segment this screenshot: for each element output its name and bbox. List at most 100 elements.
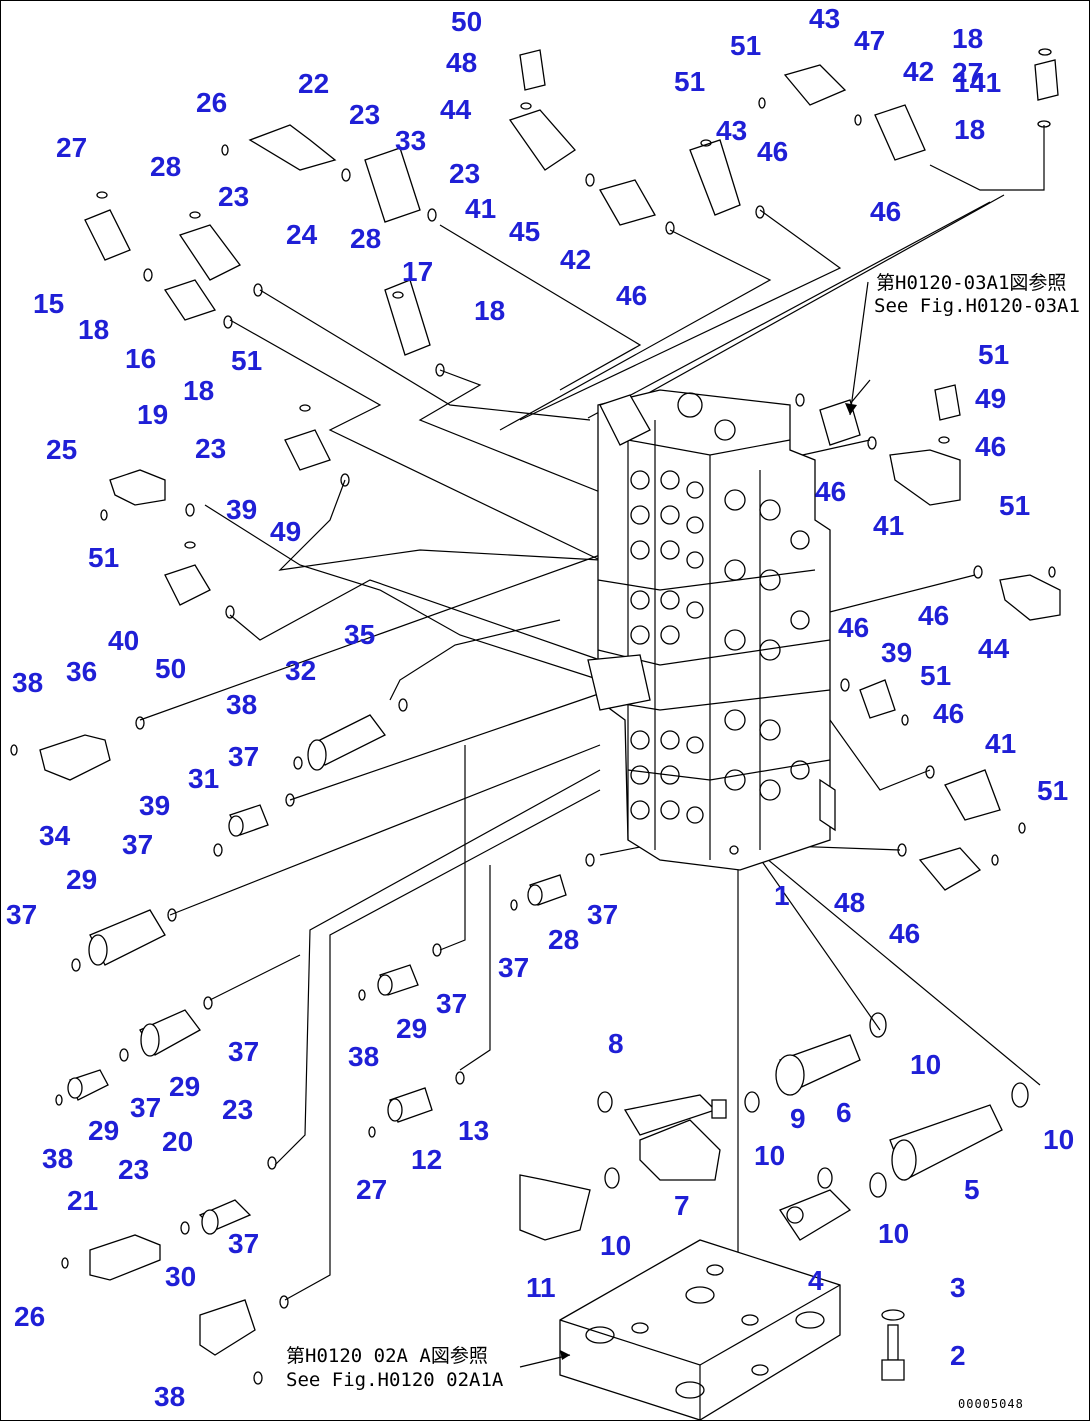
callout-label: 39: [139, 790, 170, 821]
arrowhead: [845, 403, 857, 415]
callout-label: 18: [952, 23, 983, 54]
callout-label: 46: [889, 918, 920, 949]
callout-label: 22: [298, 68, 329, 99]
figure-reference-lower-jp: 第H0120 02A A図参照: [286, 1345, 488, 1367]
callout-label: 31: [188, 763, 219, 794]
control-valve-body: [587, 389, 836, 871]
callout-label: 37: [228, 1036, 259, 1067]
callout-label: 38: [12, 667, 43, 698]
callout-label: 37: [122, 829, 153, 860]
callout-label: 20: [162, 1126, 193, 1157]
callout-label: 32: [285, 655, 316, 686]
callout-label: 26: [196, 87, 227, 118]
callout-label: 49: [270, 516, 301, 547]
bolt-and-washer: [881, 1309, 905, 1381]
callout-label: 42: [560, 244, 591, 275]
callout-label: 10: [910, 1049, 941, 1080]
callout-label: 37: [436, 988, 467, 1019]
callout-label: 27: [356, 1174, 387, 1205]
callout-label: 50: [155, 653, 186, 684]
reference-arrow-upper: [849, 281, 869, 416]
callout-label: 46: [838, 612, 869, 643]
callout-label: 28: [350, 223, 381, 254]
callout-label: 23: [222, 1094, 253, 1125]
callout-label: 12: [411, 1144, 442, 1175]
callout-label: 51: [88, 542, 119, 573]
callout-label: 34: [39, 820, 71, 851]
callout-label: 24: [286, 219, 318, 250]
callout-label: 10: [600, 1230, 631, 1261]
callout-label: 46: [757, 136, 788, 167]
callout-label: 30: [165, 1261, 196, 1292]
mounting-plate: [559, 1239, 841, 1421]
figure-reference-upper-jp: 第H0120-03A1図参照: [876, 272, 1066, 294]
callout-label: 19: [137, 399, 168, 430]
callout-label: 4: [808, 1265, 824, 1296]
callout-label: 51: [999, 490, 1030, 521]
callout-label: 29: [88, 1115, 119, 1146]
callout-label: 10: [754, 1140, 785, 1171]
callout-label: 43: [716, 115, 747, 146]
callout-label: 40: [108, 625, 139, 656]
callout-label: 23: [195, 433, 226, 464]
component-shapes: [10, 48, 1061, 1385]
callout-label: 11: [526, 1272, 556, 1303]
callout-label: 38: [348, 1041, 379, 1072]
callout-label: 51: [978, 339, 1009, 370]
callout-label: 7: [674, 1190, 690, 1221]
callout-label: 42: [903, 56, 934, 87]
callout-label: 15: [33, 288, 64, 319]
callout-label: 9: [790, 1103, 806, 1134]
callout-label: 28: [150, 151, 181, 182]
callout-label: 28: [548, 924, 579, 955]
callout-label: 23: [118, 1154, 149, 1185]
reference-notes: 第H0120-03A1図参照 See Fig.H0120-03A1 第H0120…: [286, 272, 1080, 1391]
callout-label: 37: [130, 1092, 161, 1123]
callout-label: 46: [975, 431, 1006, 462]
callout-label: 13: [458, 1115, 489, 1146]
callout-label: 5: [964, 1174, 980, 1205]
figure-reference-lower-en: See Fig.H0120 02A1A: [286, 1369, 504, 1391]
callout-label: 18: [474, 295, 505, 326]
callout-label: 51: [730, 30, 761, 61]
callout-label: 14: [954, 67, 986, 98]
callout-label: 16: [125, 343, 156, 374]
callout-label: 37: [498, 952, 529, 983]
callout-label: 43: [809, 3, 840, 34]
callout-label: 37: [228, 741, 259, 772]
callout-label: 21: [67, 1185, 98, 1216]
callout-label: 44: [440, 94, 472, 125]
callout-label: 25: [46, 434, 77, 465]
callout-label: 35: [344, 619, 375, 650]
callout-label: 39: [226, 494, 257, 525]
drawing-code: 00005048: [958, 1397, 1024, 1411]
callout-label: 27: [56, 132, 87, 163]
callout-label: 27: [952, 57, 983, 88]
callout-label: 37: [6, 899, 37, 930]
callout-label: 38: [154, 1381, 185, 1412]
callout-label: 47: [854, 25, 885, 56]
callout-label: 41: [873, 510, 904, 541]
callout-label: 41: [970, 67, 1001, 98]
callout-label: 46: [616, 280, 647, 311]
figure-reference-upper-en: See Fig.H0120-03A1: [874, 295, 1080, 317]
callout-label: 39: [881, 637, 912, 668]
callout-label: 29: [66, 864, 97, 895]
callout-label: 37: [228, 1228, 259, 1259]
callout-label: 51: [674, 66, 705, 97]
callout-label: 6: [836, 1097, 852, 1128]
callout-label: 3: [950, 1272, 966, 1303]
arrowhead: [560, 1350, 570, 1360]
callout-label: 10: [878, 1218, 909, 1249]
callout-label: 41: [985, 728, 1016, 759]
callout-label: 51: [920, 660, 951, 691]
callout-label: 51: [231, 345, 262, 376]
leader-lines: [139, 125, 1045, 1340]
callout-label: 46: [933, 698, 964, 729]
callout-label: 37: [587, 899, 618, 930]
callout-label: 29: [396, 1013, 427, 1044]
callout-label: 2: [950, 1340, 966, 1371]
callout-label: 18: [954, 114, 985, 145]
callout-label: 44: [978, 633, 1010, 664]
